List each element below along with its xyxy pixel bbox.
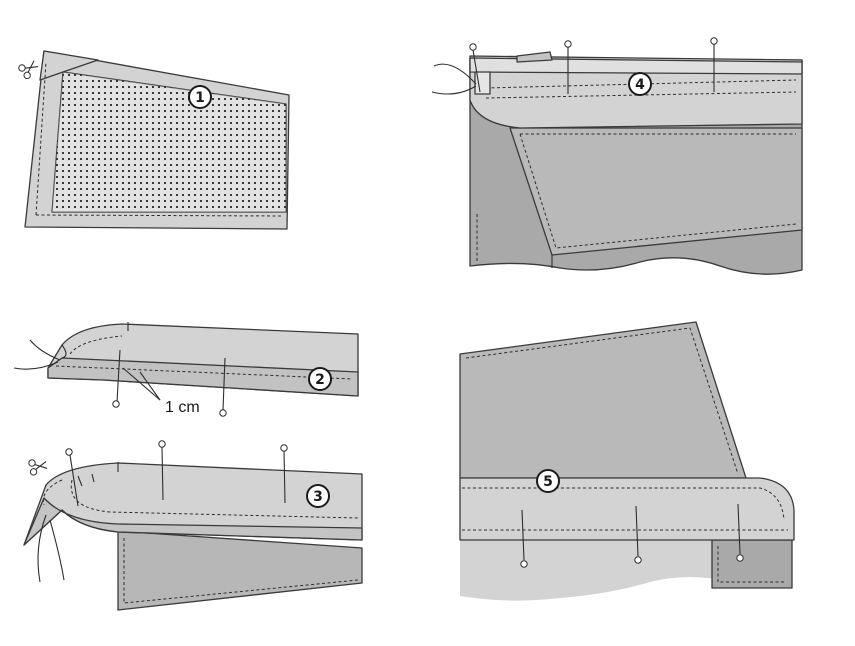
svg-text:4: 4 [635,77,645,93]
svg-text:1: 1 [195,90,205,106]
garment-body [459,321,747,479]
scissors-icon [28,459,48,476]
pocket-piece [711,539,793,589]
scissors-icon [18,60,39,80]
pin-icon [710,37,718,92]
step-badge-1: 1 [188,85,212,109]
thread-icon [13,339,61,370]
panel-step-1: 1 [18,50,290,230]
panel-step-3: 3 [23,440,363,611]
pin-icon [65,448,79,507]
measurement-label: 1 cm [165,399,200,416]
panel-step-5: 5 [459,321,795,601]
panel-step-2: 1 cm 2 [13,322,359,417]
thread-icon [37,514,65,583]
pin-icon [280,444,288,504]
pin-icon [112,349,121,408]
garment-body [460,540,790,601]
pin-icon [469,43,481,93]
pocket-piece [117,530,363,611]
svg-text:5: 5 [543,474,553,490]
thread-icon [431,63,477,95]
panel-step-4: 4 [431,37,803,275]
pin-icon [634,505,642,564]
step-badge-5: 5 [536,469,560,493]
pin-icon [564,40,572,94]
waistband [459,477,795,541]
step-badge-3: 3 [306,484,330,508]
step-badge-2: 2 [308,367,332,391]
pin-icon [219,357,227,417]
step-badge-4: 4 [628,72,652,96]
svg-text:2: 2 [315,372,325,388]
pocket-piece [509,127,803,256]
pin-icon [158,440,166,501]
svg-text:3: 3 [313,489,323,505]
pin-icon [520,509,528,568]
pin-icon [736,503,744,562]
